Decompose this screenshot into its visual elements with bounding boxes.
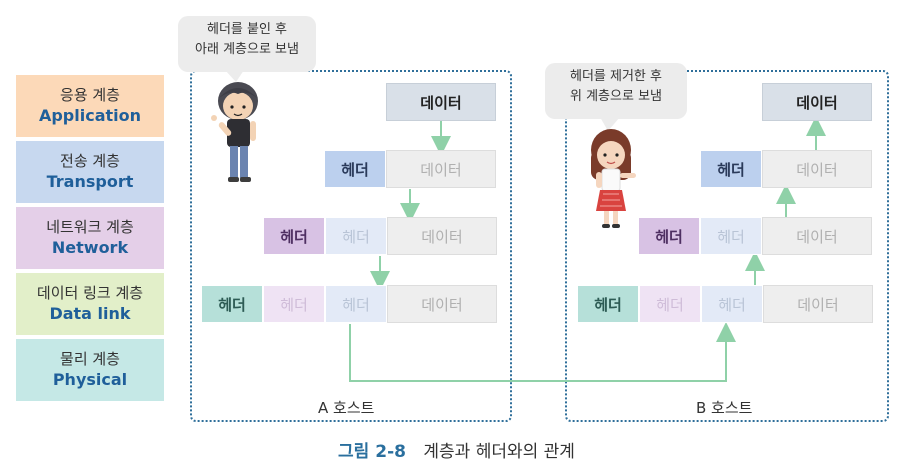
arrow-physical-link bbox=[349, 322, 736, 382]
b-transport-data: 데이터 bbox=[762, 150, 872, 188]
b-datalink-network-header: 헤더 bbox=[639, 285, 701, 323]
b-datalink-header: 헤더 bbox=[577, 285, 639, 323]
host-b-label: B 호스트 bbox=[696, 399, 753, 417]
host-a-label: A 호스트 bbox=[318, 399, 375, 417]
layer-datalink: 데이터 링크 계층 Data link bbox=[16, 273, 164, 335]
a-datalink-transport-header: 헤더 bbox=[325, 285, 387, 323]
girl-character-icon bbox=[591, 129, 636, 228]
host-a-bubble-tail bbox=[225, 70, 244, 82]
caption-number: 그림 2-8 bbox=[338, 442, 406, 462]
layer-physical-ko: 물리 계층 bbox=[60, 350, 120, 368]
layer-physical: 물리 계층 Physical bbox=[16, 339, 164, 401]
b-datalink-transport-header: 헤더 bbox=[701, 285, 763, 323]
a-datalink-header: 헤더 bbox=[201, 285, 263, 323]
layer-application-ko: 응용 계층 bbox=[60, 86, 120, 104]
layer-network-en: Network bbox=[51, 238, 129, 257]
layer-physical-en: Physical bbox=[52, 370, 128, 389]
b-network-data: 데이터 bbox=[762, 217, 872, 255]
a-app-data: 데이터 bbox=[386, 83, 496, 121]
layer-network-ko: 네트워크 계층 bbox=[46, 218, 134, 236]
layer-datalink-ko: 데이터 링크 계층 bbox=[36, 284, 144, 302]
layer-application-en: Application bbox=[38, 106, 142, 125]
boy-character-icon bbox=[211, 82, 258, 182]
layer-network: 네트워크 계층 Network bbox=[16, 207, 164, 269]
host-a-bubble-line1: 헤더를 붙인 후 bbox=[206, 22, 288, 37]
a-transport-header: 헤더 bbox=[324, 150, 386, 188]
a-transport-data: 데이터 bbox=[386, 150, 496, 188]
host-a-speech-bubble: 헤더를 붙인 후 아래 계층으로 보냄 bbox=[178, 16, 316, 72]
b-transport-header: 헤더 bbox=[700, 150, 762, 188]
layer-transport-en: Transport bbox=[46, 172, 134, 191]
a-network-data: 데이터 bbox=[387, 217, 497, 255]
layer-application: 응용 계층 Application bbox=[16, 75, 164, 137]
a-datalink-network-header: 헤더 bbox=[263, 285, 325, 323]
a-datalink-data: 데이터 bbox=[387, 285, 497, 323]
a-network-header: 헤더 bbox=[263, 217, 325, 255]
b-app-data: 데이터 bbox=[762, 83, 872, 121]
caption-text: 계층과 헤더와의 관계 bbox=[423, 442, 575, 462]
host-b-bubble-tail bbox=[600, 117, 620, 131]
b-network-transport-header: 헤더 bbox=[700, 217, 762, 255]
host-a-box bbox=[190, 70, 512, 422]
host-b-bubble-line2: 위 계층으로 보냄 bbox=[570, 89, 662, 104]
b-datalink-data: 데이터 bbox=[763, 285, 873, 323]
host-b-speech-bubble: 헤더를 제거한 후 위 계층으로 보냄 bbox=[545, 63, 687, 119]
layer-transport: 전송 계층 Transport bbox=[16, 141, 164, 203]
layer-transport-ko: 전송 계층 bbox=[60, 152, 120, 170]
layer-datalink-en: Data link bbox=[49, 304, 131, 323]
figure-caption: 그림 2-8 계층과 헤더와의 관계 bbox=[0, 437, 913, 462]
host-b-bubble-line1: 헤더를 제거한 후 bbox=[570, 69, 662, 84]
host-a-bubble-line2: 아래 계층으로 보냄 bbox=[195, 42, 299, 57]
a-network-transport-header: 헤더 bbox=[325, 217, 387, 255]
host-b-box bbox=[565, 70, 889, 422]
b-network-header: 헤더 bbox=[638, 217, 700, 255]
